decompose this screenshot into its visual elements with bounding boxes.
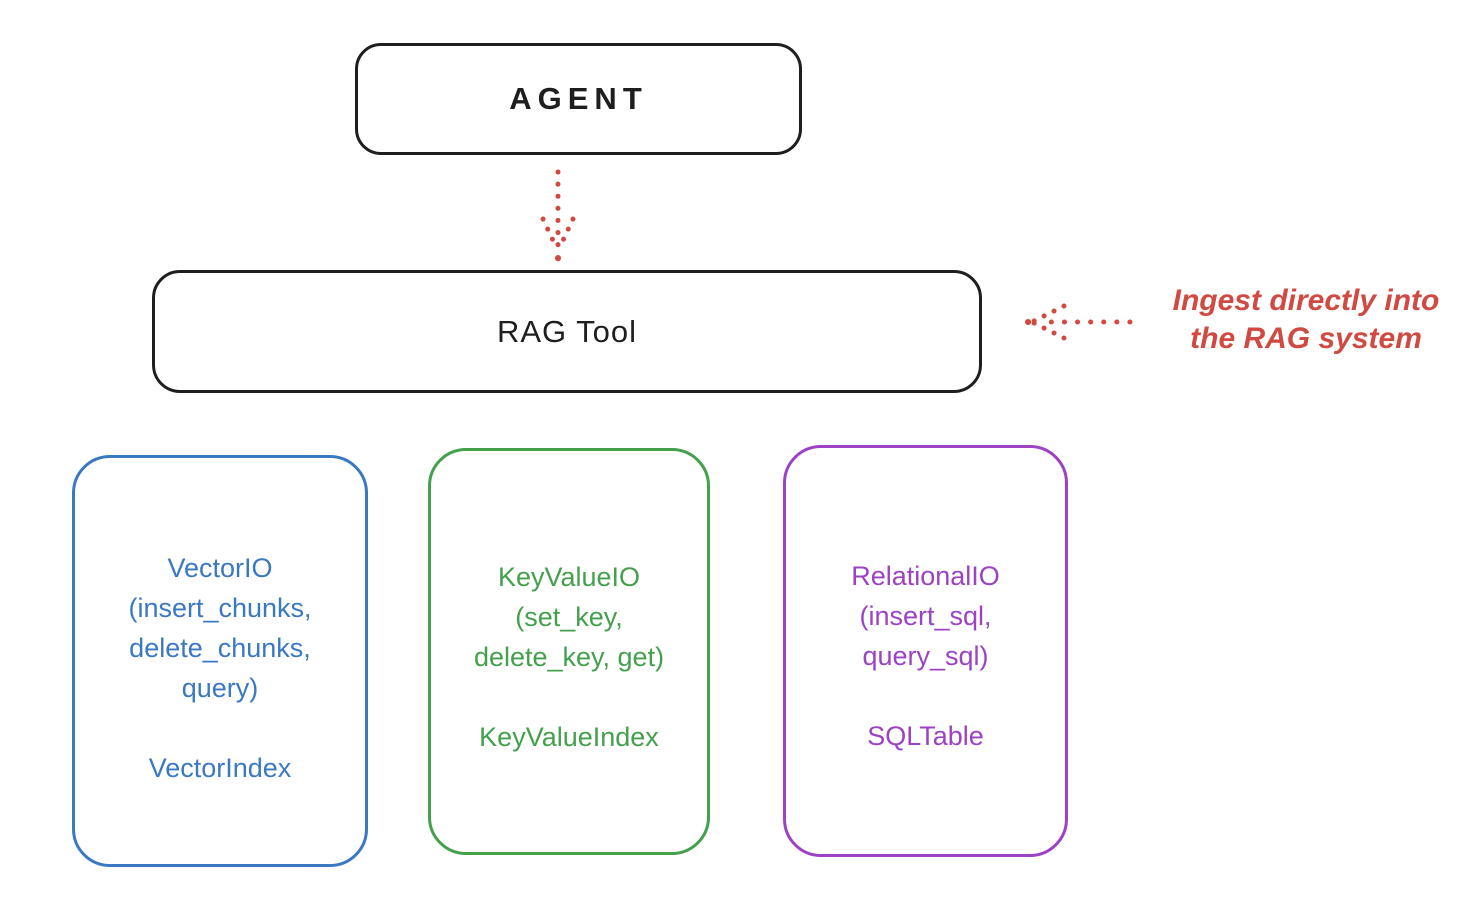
keyvalue-io-node: KeyValueIO (set_key, delete_key, get) Ke…	[428, 448, 710, 855]
agent-label: AGENT	[509, 81, 648, 116]
relational-io-node: RelationalIO (insert_sql, query_sql) SQL…	[783, 445, 1068, 857]
backend-line: VectorIO	[167, 553, 273, 583]
backend-line: (insert_chunks,	[128, 593, 312, 623]
vector-io-node: VectorIO (insert_chunks, delete_chunks, …	[72, 455, 368, 867]
backend-index-label: KeyValueIndex	[479, 722, 659, 752]
backend-line: (set_key,	[515, 602, 623, 632]
backend-line: KeyValueIO	[497, 562, 641, 592]
backend-index-label: VectorIndex	[148, 753, 292, 783]
backend-line: query_sql)	[862, 641, 989, 671]
backend-line: query)	[181, 673, 259, 703]
ingest-annotation-line1: Ingest directly into	[1172, 284, 1440, 317]
backend-line: (insert_sql,	[859, 601, 992, 631]
ingest-arrow-icon	[1025, 303, 1133, 341]
backend-line: RelationalIO	[851, 561, 1000, 591]
backend-line: delete_chunks,	[129, 633, 311, 663]
ingest-annotation-line2: the RAG system	[1190, 322, 1422, 355]
backend-index-label: SQLTable	[867, 721, 984, 751]
agent-node: AGENT	[355, 43, 802, 155]
agent-to-rag-arrow-icon	[540, 169, 576, 262]
backend-line: delete_key, get)	[473, 642, 665, 672]
rag-tool-node: RAG Tool	[152, 270, 982, 393]
rag-tool-label: RAG Tool	[496, 313, 638, 349]
ingest-annotation: Ingest directly into the RAG system	[1138, 282, 1474, 358]
